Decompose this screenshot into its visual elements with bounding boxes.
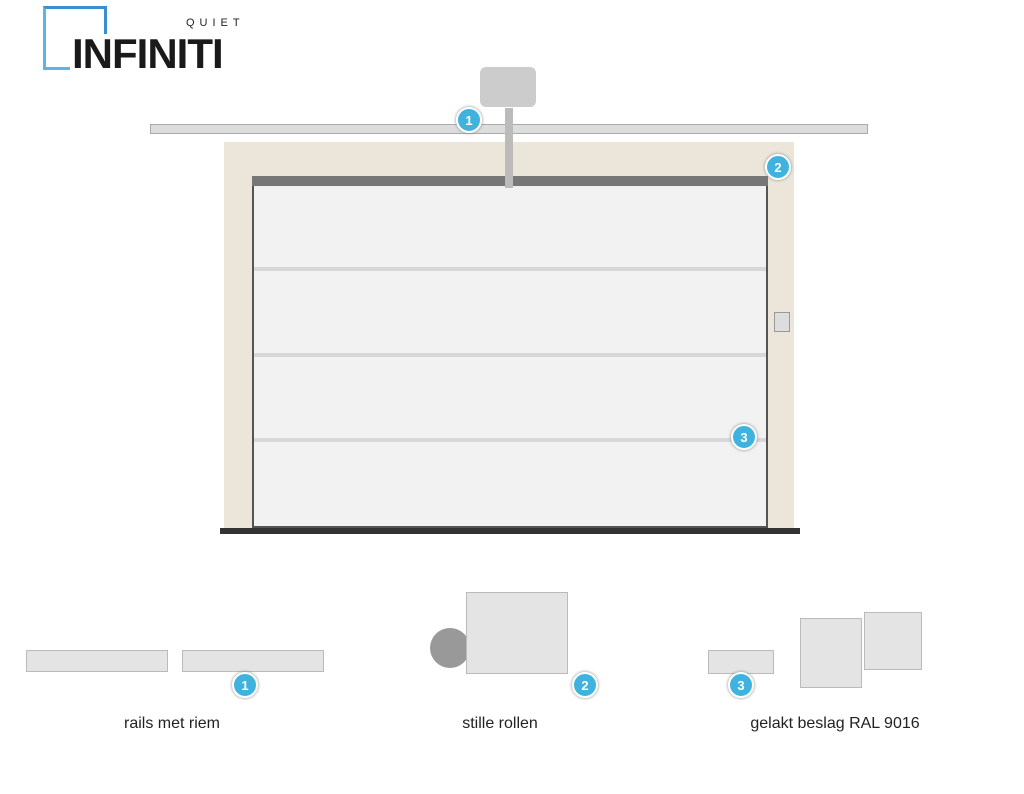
door-bottom-seal	[220, 528, 800, 534]
badge-1: 1	[456, 107, 482, 133]
badge-hardware: 3	[728, 672, 754, 698]
badge-rails: 1	[232, 672, 258, 698]
opener-motor	[480, 67, 536, 107]
rail-part-right	[182, 650, 324, 672]
panel-seam	[254, 353, 766, 357]
badge-2: 2	[765, 154, 791, 180]
roller-bracket	[466, 592, 568, 674]
logo-text: INFINITI	[70, 30, 224, 77]
panel-seam	[254, 267, 766, 271]
logo-quiet: QUIET	[186, 17, 245, 29]
badge-3: 3	[731, 424, 757, 450]
panel-seam	[254, 438, 766, 442]
roller-wheel	[430, 628, 470, 668]
caption-rollers: stille rollen	[462, 715, 538, 732]
wall-switch	[774, 312, 790, 332]
caption-hardware: gelakt beslag RAL 9016	[750, 715, 920, 732]
badge-rollers: 2	[572, 672, 598, 698]
rail-part-left	[26, 650, 168, 672]
hinge-plate	[800, 618, 862, 688]
bracket-part	[864, 612, 922, 670]
rail-strut	[505, 108, 513, 188]
hinge-part	[708, 650, 774, 674]
caption-rails: rails met riem	[123, 715, 220, 732]
